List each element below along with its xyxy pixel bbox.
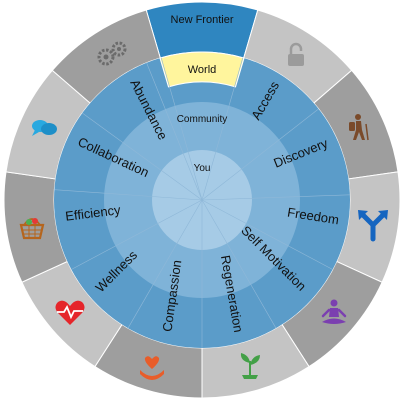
value-dividers [54,57,350,348]
frontier-icons [19,41,388,380]
sprout-icon[interactable] [240,353,260,379]
fork-arrow-icon[interactable] [358,210,388,242]
divider-line [71,199,203,270]
world-highlight-segment[interactable] [159,51,245,88]
hiker-icon[interactable] [349,114,369,141]
world-ring-label: World [188,64,217,76]
outer-ring-label: New Frontier [171,14,234,26]
divider-line [160,57,203,201]
value-label-efficiency[interactable]: Efficiency [64,202,121,224]
center-label: You [194,163,211,174]
lock-icon[interactable] [288,42,304,66]
divider-line [201,199,277,329]
meditation-icon[interactable] [321,299,347,325]
chat-bubbles-icon[interactable] [32,120,57,136]
divider-line [82,112,203,201]
divider-line [146,62,203,201]
divider-line [201,108,319,201]
divider-line [54,189,203,201]
new-frontier-segment[interactable] [145,1,259,59]
heartbeat-icon[interactable] [55,300,85,325]
caring-hands-icon[interactable] [140,356,164,380]
divider-line [127,199,203,329]
divider-line [201,199,333,270]
basket-icon[interactable] [19,218,45,240]
divider-line [201,194,350,201]
gears-icon[interactable] [97,41,127,66]
divider-line [201,57,244,201]
community-ring-label: Community [177,114,228,125]
